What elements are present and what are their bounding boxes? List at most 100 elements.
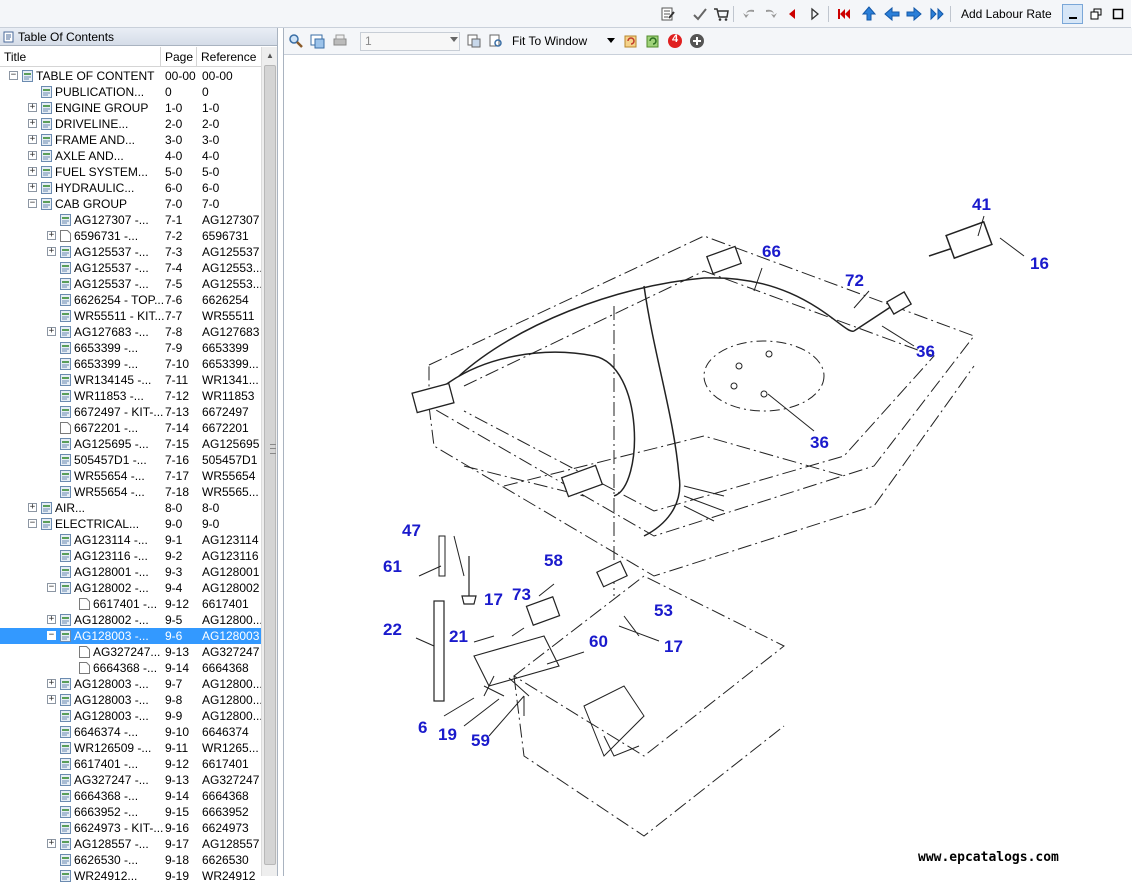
zoom-dropdown-icon[interactable] bbox=[607, 38, 615, 43]
scroll-thumb[interactable] bbox=[264, 65, 276, 865]
expand-icon[interactable]: + bbox=[47, 326, 56, 336]
prev-page-icon[interactable] bbox=[782, 4, 802, 24]
expand-icon[interactable]: + bbox=[28, 502, 37, 512]
forward-arrow-icon[interactable] bbox=[761, 4, 781, 24]
scroll-up-icon[interactable]: ▲ bbox=[266, 50, 274, 60]
expand-icon[interactable]: + bbox=[28, 166, 37, 176]
page-dropdown-icon[interactable] bbox=[450, 37, 458, 42]
add-labour-rate-button[interactable]: Add Labour Rate bbox=[961, 7, 1052, 21]
callout-47[interactable]: 47 bbox=[402, 521, 421, 540]
restore-icon[interactable] bbox=[1085, 4, 1106, 24]
callout-17a[interactable]: 17 bbox=[484, 590, 503, 609]
zoom-icon[interactable] bbox=[286, 32, 306, 50]
callout-36a[interactable]: 36 bbox=[916, 342, 935, 361]
callout-22[interactable]: 22 bbox=[383, 620, 402, 639]
update-icon[interactable] bbox=[643, 32, 663, 50]
maximize-icon[interactable] bbox=[1107, 4, 1128, 24]
expand-icon[interactable]: + bbox=[47, 838, 56, 848]
expand-icon[interactable]: + bbox=[47, 694, 56, 704]
page-number-input[interactable]: 1 bbox=[360, 32, 460, 51]
expand-icon[interactable]: + bbox=[28, 102, 37, 112]
page-nav-icon[interactable] bbox=[464, 32, 484, 50]
up-icon[interactable] bbox=[859, 4, 879, 24]
collapse-icon[interactable]: − bbox=[28, 518, 37, 528]
collapse-icon[interactable]: − bbox=[28, 198, 37, 208]
callout-53[interactable]: 53 bbox=[654, 601, 673, 620]
cart-icon[interactable] bbox=[711, 4, 731, 24]
expand-icon[interactable]: + bbox=[47, 230, 56, 240]
edit-note-icon[interactable] bbox=[658, 4, 678, 24]
expand-icon[interactable]: + bbox=[47, 246, 56, 256]
callout-16[interactable]: 16 bbox=[1030, 254, 1049, 273]
expand-icon[interactable]: + bbox=[47, 614, 56, 624]
callout-21[interactable]: 21 bbox=[449, 627, 468, 646]
callout-72[interactable]: 72 bbox=[845, 271, 864, 290]
callout-41[interactable]: 41 bbox=[972, 195, 991, 214]
back-arrow-icon[interactable] bbox=[739, 4, 759, 24]
callout-17b[interactable]: 17 bbox=[664, 637, 683, 656]
expand-icon[interactable]: + bbox=[28, 134, 37, 144]
first-page-icon[interactable] bbox=[834, 4, 854, 24]
refresh-icon[interactable] bbox=[621, 32, 641, 50]
callout-61[interactable]: 61 bbox=[383, 557, 402, 576]
checkmark-icon[interactable] bbox=[690, 4, 710, 24]
add-icon[interactable] bbox=[687, 32, 707, 50]
callout-66[interactable]: 66 bbox=[762, 242, 781, 261]
zoom-window-icon[interactable] bbox=[308, 32, 328, 50]
page-search-icon[interactable] bbox=[486, 32, 506, 50]
collapse-icon[interactable]: − bbox=[9, 70, 18, 80]
collapse-icon[interactable]: − bbox=[47, 582, 56, 592]
left-icon[interactable] bbox=[882, 4, 902, 24]
minimize-icon[interactable] bbox=[1062, 4, 1083, 24]
callout-60[interactable]: 60 bbox=[589, 632, 608, 651]
callout-59[interactable]: 59 bbox=[471, 731, 490, 750]
callout-36b[interactable]: 36 bbox=[810, 433, 829, 452]
zoom-select[interactable]: Fit To Window bbox=[512, 34, 588, 48]
right-icon[interactable] bbox=[904, 4, 924, 24]
expand-icon[interactable]: + bbox=[28, 118, 37, 128]
column-title[interactable]: Title bbox=[0, 47, 161, 67]
column-page[interactable]: Page bbox=[161, 47, 197, 67]
column-reference[interactable]: Reference bbox=[201, 50, 257, 64]
